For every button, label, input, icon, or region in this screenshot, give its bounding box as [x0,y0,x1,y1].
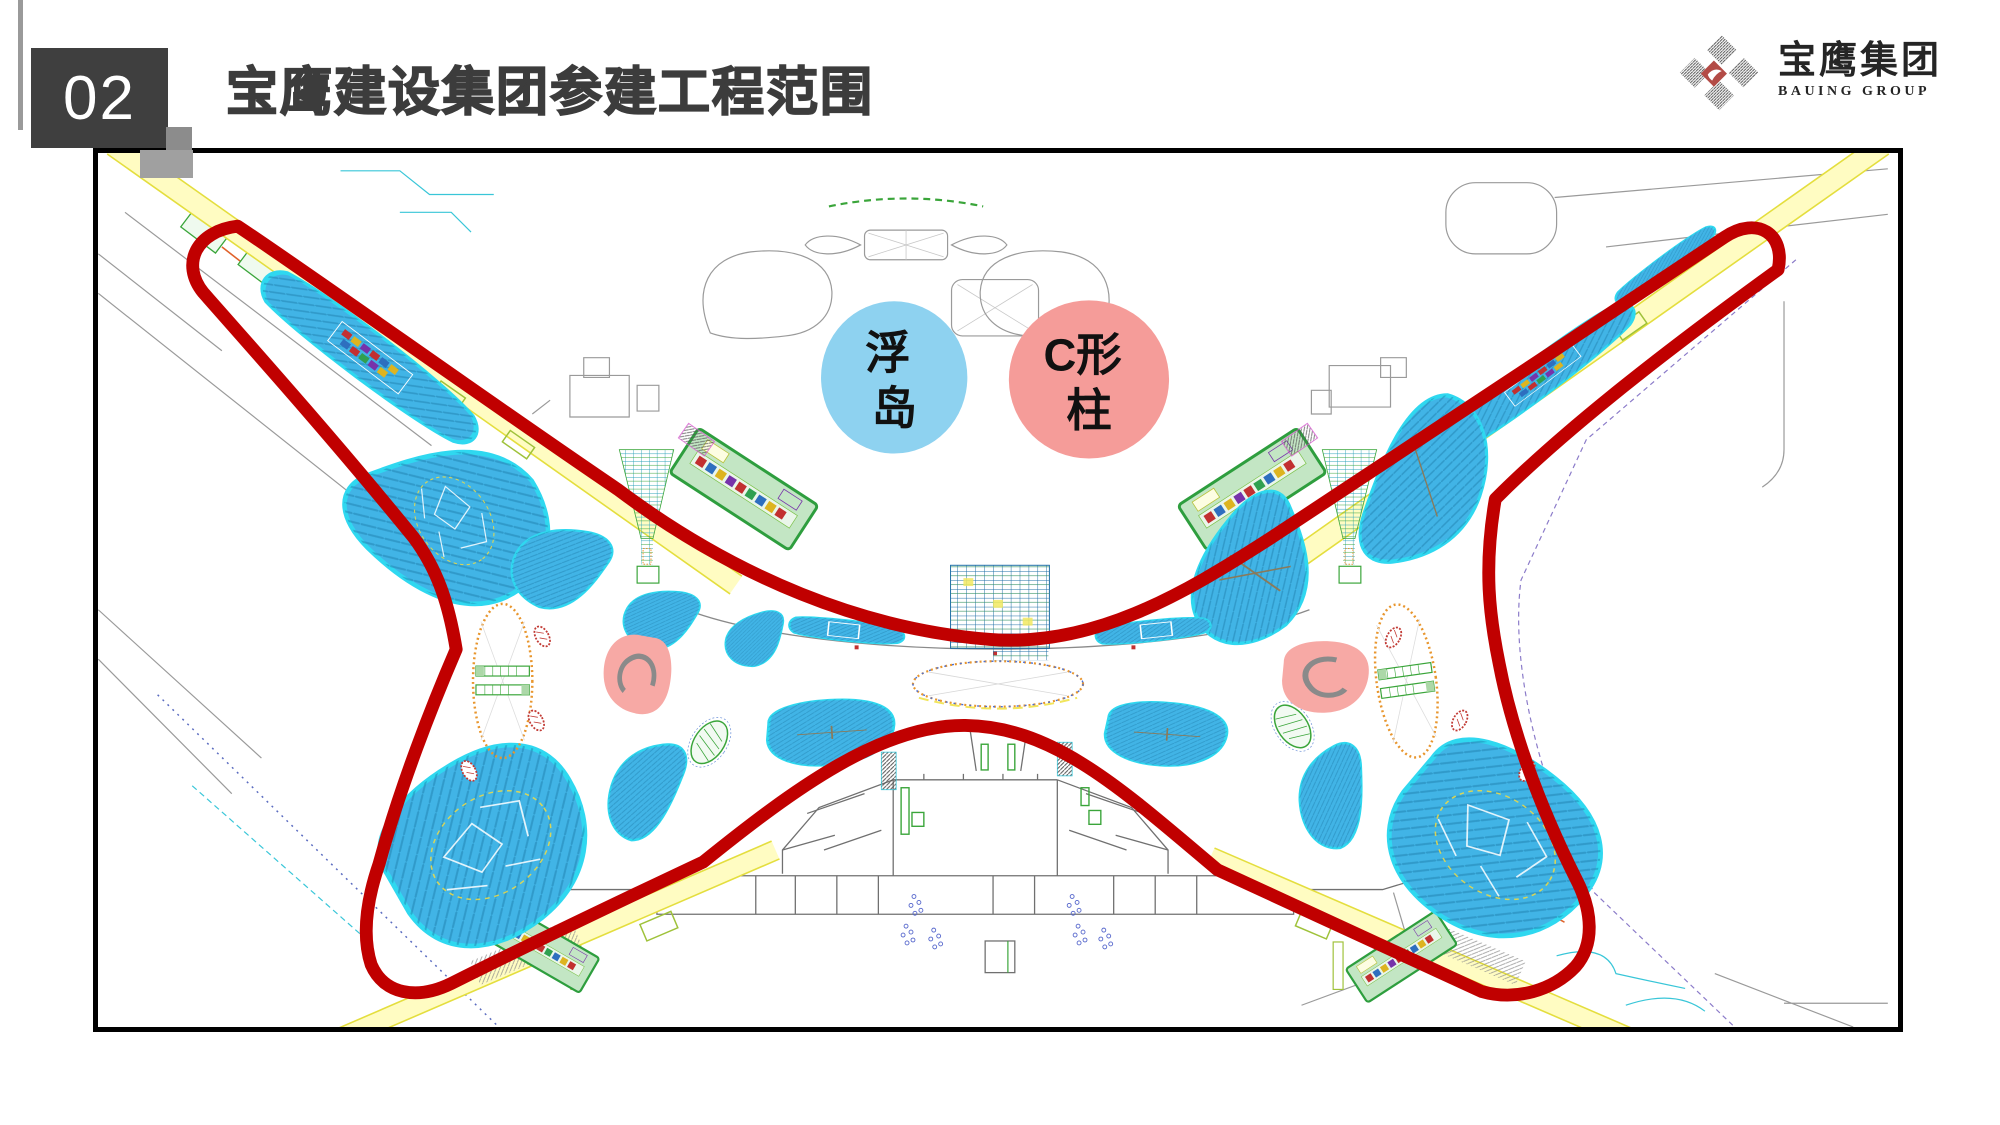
logo-company-name-en: BAUING GROUP [1778,83,1931,99]
page-number-box: 02 [31,48,168,148]
left-accent-bar [18,0,23,130]
c-column-zone [1282,641,1369,713]
floating-island-region [252,261,488,455]
c-column-label-text: C形 柱 [1043,330,1134,436]
floating-island-region [599,732,691,850]
island-label-bubble [821,301,968,454]
page-number: 02 [63,63,136,133]
site-plan: 浮 岛 C形 柱 [98,153,1890,1027]
legend-labels: 浮 岛 C形 柱 [821,300,1170,459]
slide-title: 宝鹰建设集团参建工程范围 [225,63,875,123]
floating-island-region [1355,384,1497,576]
floating-island-region [763,693,899,772]
island-label-text: 浮 岛 [865,328,923,434]
c-column-label-bubble [1008,300,1170,459]
decor-square-small [166,127,192,150]
decor-square-large [140,150,193,178]
logo-text: 宝鹰集团 BAUING GROUP [1778,40,1943,100]
logo-diamond-mark-icon [1679,35,1759,111]
plan-frame: 浮 岛 C形 柱 [93,148,1903,1032]
floating-islands-layer [252,219,1721,979]
escalator-fork [618,449,675,584]
company-logo: 宝鹰集团 BAUING GROUP [1672,28,1942,114]
floating-island-region [1093,612,1213,649]
floating-island-region [1287,739,1379,856]
floating-island-region [787,612,907,649]
c-column-markers [600,632,1369,717]
floating-island-region [1101,696,1231,772]
floating-island-region [721,608,788,670]
scope-outline [186,219,1786,1002]
c-column-zone [600,632,675,717]
logo-company-name-zh: 宝鹰集团 [1778,40,1943,83]
